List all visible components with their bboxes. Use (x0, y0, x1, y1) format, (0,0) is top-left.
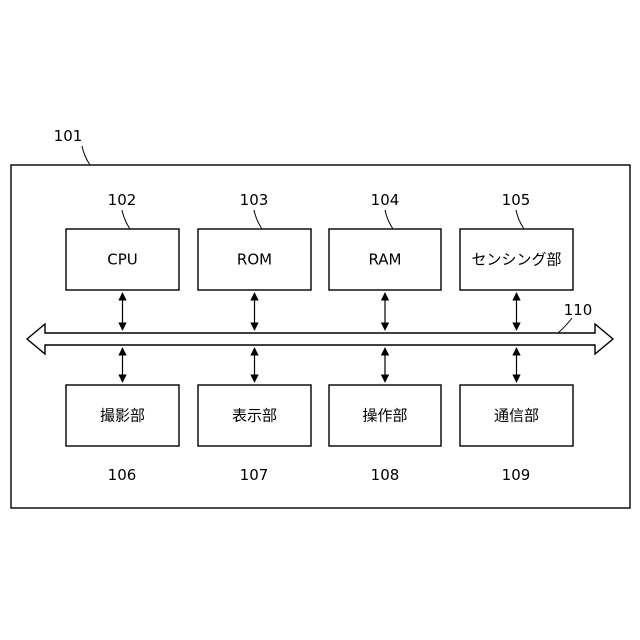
block-communication-ref: 109 (502, 466, 531, 484)
block-communication-label: 通信部 (494, 407, 539, 425)
block-rom-ref: 103 (240, 191, 269, 209)
block-display-label: 表示部 (232, 407, 277, 425)
device-ref: 101 (54, 127, 83, 145)
bus-ref: 110 (564, 301, 593, 319)
block-operation-ref: 108 (371, 466, 400, 484)
block-sensing-ref: 105 (502, 191, 531, 209)
block-ram-label: RAM (368, 251, 401, 269)
device-leader (82, 146, 90, 165)
block-cpu-label: CPU (107, 251, 138, 269)
block-cpu-ref: 102 (108, 191, 137, 209)
block-imaging-label: 撮影部 (100, 407, 145, 425)
block-sensing-label: センシング部 (471, 251, 561, 269)
block-ram-ref: 104 (371, 191, 400, 209)
block-rom-label: ROM (237, 251, 272, 269)
block-imaging-ref: 106 (108, 466, 137, 484)
block-operation-label: 操作部 (362, 407, 407, 425)
block-display-ref: 107 (240, 466, 269, 484)
